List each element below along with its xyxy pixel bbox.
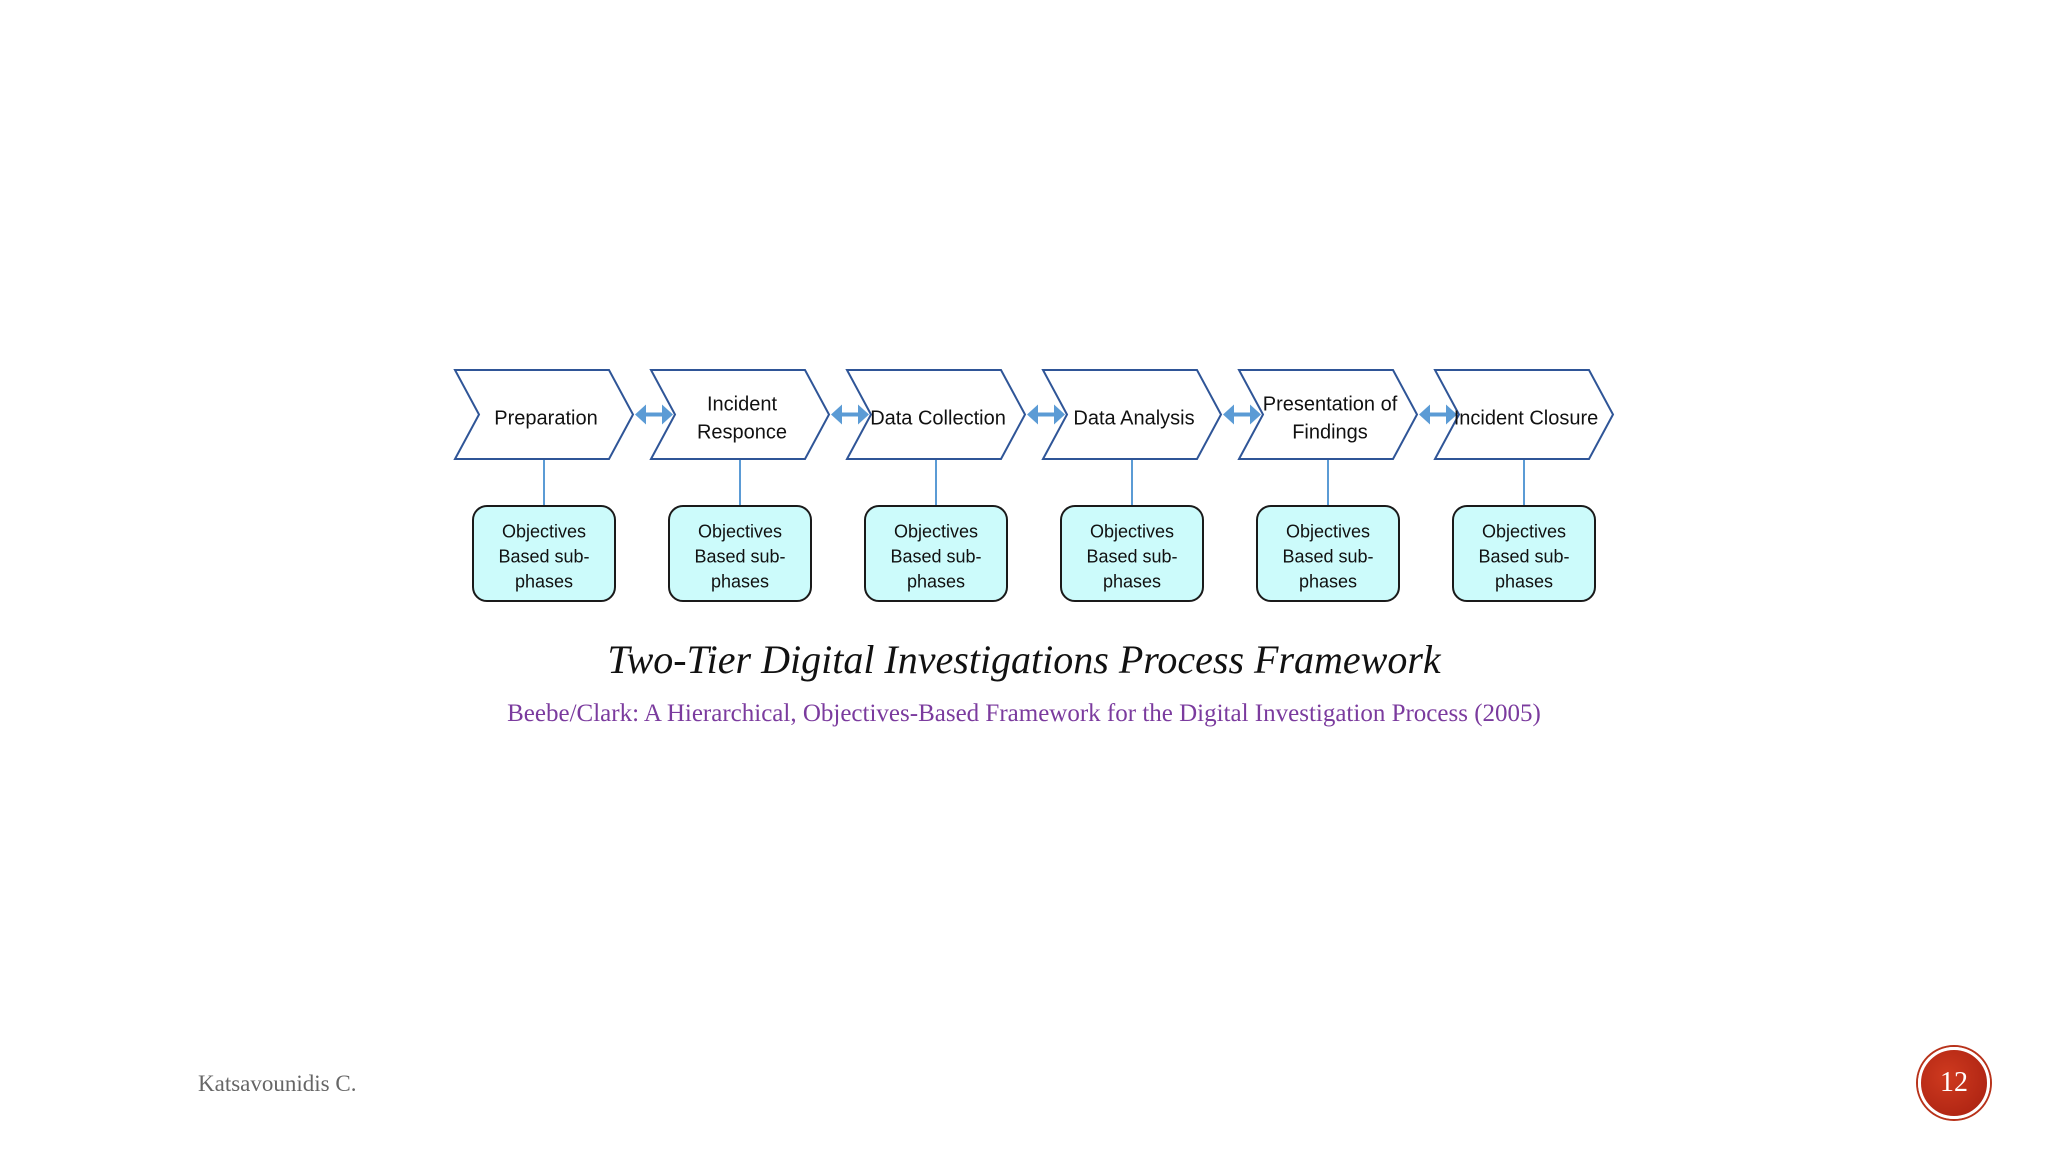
arrowhead-left-icon xyxy=(1027,404,1038,425)
sub-phase-label-line: Objectives xyxy=(894,521,978,541)
sub-phase-box xyxy=(472,505,616,602)
sub-phase-label-line: Based sub- xyxy=(890,546,981,566)
sub-phase-box xyxy=(864,505,1008,602)
diagram-citation: Beebe/Clark: A Hierarchical, Objectives-… xyxy=(507,700,1541,727)
sub-phase-label-line: phases xyxy=(1495,571,1553,591)
phase-chevron xyxy=(845,369,1027,460)
phase-label-line: Findings xyxy=(1292,421,1368,443)
sub-phase-label-line: Based sub- xyxy=(1282,546,1373,566)
sub-phase-label-line: Objectives xyxy=(502,521,586,541)
sub-phase-box xyxy=(668,505,812,602)
phase-label: Preparation xyxy=(494,407,597,429)
arrowhead-right-icon xyxy=(1446,404,1457,425)
phase-label-line: Incident Closure xyxy=(1454,407,1599,429)
sub-phase-box xyxy=(1060,505,1204,602)
sub-phase-label-line: Objectives xyxy=(1482,521,1566,541)
sub-phase-label-line: phases xyxy=(1299,571,1357,591)
phase-label-line: Presentation of xyxy=(1263,393,1398,415)
phase-label: Incident Closure xyxy=(1454,407,1599,429)
arrowhead-left-icon xyxy=(635,404,646,425)
sub-phase-label-line: Objectives xyxy=(1090,521,1174,541)
phase-chevron xyxy=(1433,369,1615,460)
phase-chevron xyxy=(453,369,635,460)
phase-label-line: Incident xyxy=(707,393,777,415)
sub-phase-label-line: Objectives xyxy=(698,521,782,541)
sub-phase-label-line: Based sub- xyxy=(694,546,785,566)
arrowhead-right-icon xyxy=(1250,404,1261,425)
sub-phase-label-line: phases xyxy=(515,571,573,591)
phase-label: Data Analysis xyxy=(1073,407,1194,429)
sub-phase-label-line: phases xyxy=(1103,571,1161,591)
phase-chevron xyxy=(1237,369,1419,460)
page-number-badge: 12 xyxy=(1918,1047,1990,1119)
arrowhead-left-icon xyxy=(831,404,842,425)
sub-phase-label-line: Objectives xyxy=(1286,521,1370,541)
arrowhead-right-icon xyxy=(1054,404,1065,425)
arrowhead-right-icon xyxy=(662,404,673,425)
sub-phase-label-line: Based sub- xyxy=(1478,546,1569,566)
arrowhead-left-icon xyxy=(1223,404,1234,425)
sub-phase-box xyxy=(1452,505,1596,602)
author-footer: Katsavounidis C. xyxy=(198,1071,357,1096)
phase-label-line: Data Collection xyxy=(870,407,1006,429)
phase-label-line: Preparation xyxy=(494,407,597,429)
sub-phase-label-line: phases xyxy=(711,571,769,591)
arrowhead-right-icon xyxy=(858,404,869,425)
phase-chevron xyxy=(649,369,831,460)
phase-label: Data Collection xyxy=(870,407,1006,429)
phase-label: Presentation of Findings xyxy=(1263,393,1398,443)
arrowhead-left-icon xyxy=(1419,404,1430,425)
diagram-title: Two-Tier Digital Investigations Process … xyxy=(607,637,1441,682)
phase-chevron xyxy=(1041,369,1223,460)
phase-label-line: Data Analysis xyxy=(1073,407,1194,429)
sub-phase-box xyxy=(1256,505,1400,602)
sub-phase-label-line: Based sub- xyxy=(1086,546,1177,566)
sub-phase-label-line: Based sub- xyxy=(498,546,589,566)
sub-phase-label-line: phases xyxy=(907,571,965,591)
phase-label-line: Responce xyxy=(697,421,787,443)
